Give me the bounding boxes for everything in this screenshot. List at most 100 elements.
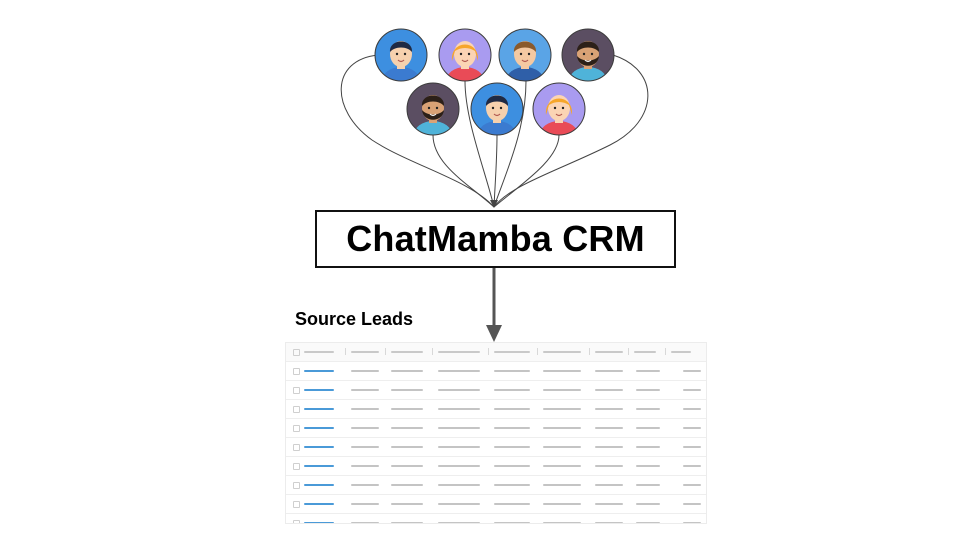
avatar-girl-purple-icon (438, 28, 492, 82)
cell-placeholder (351, 389, 379, 391)
row-checkbox[interactable] (293, 425, 300, 432)
cell-placeholder (543, 484, 581, 486)
cell-placeholder (391, 484, 423, 486)
table-row (286, 495, 706, 514)
cell-placeholder (494, 370, 530, 372)
cell-placeholder (391, 370, 423, 372)
cell-placeholder (438, 427, 480, 429)
cell-placeholder (438, 408, 480, 410)
cell-placeholder (391, 408, 423, 410)
row-checkbox[interactable] (293, 463, 300, 470)
column-separator (488, 348, 489, 355)
cell-placeholder (391, 427, 423, 429)
column-separator (432, 348, 433, 355)
cell-placeholder (351, 522, 379, 523)
cell-placeholder (494, 522, 530, 523)
table-header-row (286, 343, 706, 362)
lead-name-placeholder (304, 446, 334, 448)
avatar-bearded-man-dark-2-icon (406, 82, 460, 136)
cell-placeholder (351, 465, 379, 467)
avatar-bearded-man-dark-icon (561, 28, 615, 82)
table-row (286, 514, 706, 523)
cell-placeholder (351, 446, 379, 448)
row-checkbox[interactable] (293, 387, 300, 394)
cell-placeholder (351, 351, 379, 353)
avatar-boy-blue-2-icon (470, 82, 524, 136)
cell-placeholder (494, 408, 530, 410)
row-checkbox[interactable] (293, 368, 300, 375)
avatar-boy-blue-icon (374, 28, 428, 82)
column-separator (385, 348, 386, 355)
connector-line (493, 134, 498, 208)
cell-placeholder (543, 446, 581, 448)
cell-placeholder (304, 351, 334, 353)
table-row (286, 438, 706, 457)
cell-placeholder (494, 465, 530, 467)
cell-placeholder (494, 427, 530, 429)
lead-name-placeholder (304, 389, 334, 391)
cell-placeholder (636, 446, 660, 448)
row-checkbox[interactable] (293, 501, 300, 508)
cell-placeholder (683, 465, 701, 467)
cell-placeholder (636, 484, 660, 486)
cell-placeholder (391, 446, 423, 448)
lead-name-placeholder (304, 503, 334, 505)
cell-placeholder (683, 446, 701, 448)
row-checkbox[interactable] (293, 482, 300, 489)
lead-name-placeholder (304, 484, 334, 486)
row-checkbox[interactable] (293, 520, 300, 523)
row-checkbox[interactable] (293, 406, 300, 413)
lead-name-placeholder (304, 522, 334, 523)
connector-line (493, 80, 527, 208)
cell-placeholder (683, 370, 701, 372)
cell-placeholder (351, 408, 379, 410)
cell-placeholder (543, 370, 581, 372)
source-leads-table (285, 342, 707, 524)
cell-placeholder (438, 503, 480, 505)
cell-placeholder (543, 408, 581, 410)
lead-name-placeholder (304, 370, 334, 372)
cell-placeholder (351, 370, 379, 372)
cell-placeholder (391, 389, 423, 391)
table-row (286, 381, 706, 400)
cell-placeholder (391, 465, 423, 467)
cell-placeholder (636, 408, 660, 410)
table-row (286, 400, 706, 419)
avatar-girl-purple-2-icon (532, 82, 586, 136)
cell-placeholder (351, 484, 379, 486)
cell-placeholder (634, 351, 656, 353)
crm-to-leads-arrow (486, 268, 502, 342)
connector-lines (340, 54, 649, 208)
cell-placeholder (595, 522, 623, 523)
lead-name-placeholder (304, 427, 334, 429)
cell-placeholder (683, 389, 701, 391)
cell-placeholder (595, 465, 623, 467)
cell-placeholder (595, 389, 623, 391)
row-checkbox[interactable] (293, 444, 300, 451)
table-row (286, 362, 706, 381)
cell-placeholder (595, 503, 623, 505)
avatar-man-blue-icon (498, 28, 552, 82)
column-separator (589, 348, 590, 355)
cell-placeholder (543, 427, 581, 429)
cell-placeholder (391, 522, 423, 523)
cell-placeholder (595, 370, 623, 372)
connector-arrowhead (490, 200, 498, 208)
cell-placeholder (543, 389, 581, 391)
cell-placeholder (351, 427, 379, 429)
cell-placeholder (636, 465, 660, 467)
source-leads-label: Source Leads (295, 309, 414, 329)
avatar-group (374, 28, 615, 136)
row-checkbox[interactable] (293, 349, 300, 356)
connector-line (493, 134, 560, 208)
cell-placeholder (595, 484, 623, 486)
connector-line (340, 54, 495, 208)
cell-placeholder (595, 427, 623, 429)
cell-placeholder (543, 522, 581, 523)
connector-line (464, 80, 495, 208)
cell-placeholder (683, 427, 701, 429)
column-separator (345, 348, 346, 355)
cell-placeholder (671, 351, 691, 353)
column-separator (537, 348, 538, 355)
